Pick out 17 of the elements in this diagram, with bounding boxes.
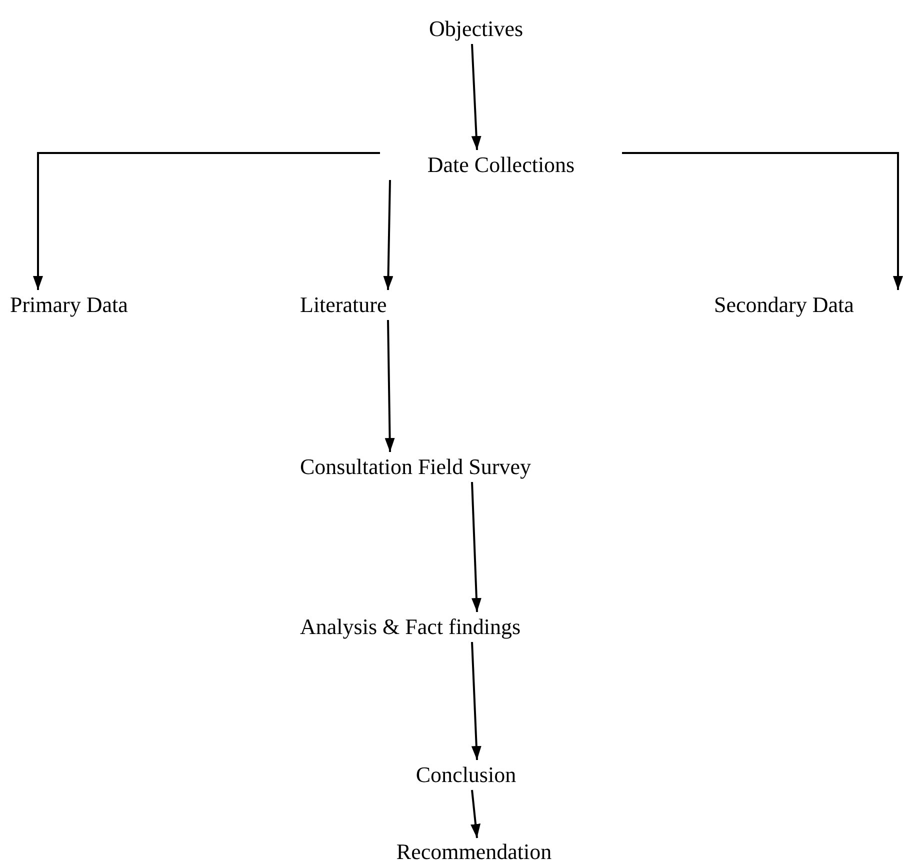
step-label: Primary Data: [10, 292, 129, 318]
step-label: Consultation Field Survey: [300, 454, 532, 480]
arrow: [384, 320, 395, 452]
step-label: Recommendation: [395, 839, 553, 865]
arrow: [471, 642, 482, 760]
arrow: [33, 152, 380, 290]
step-label: Conclusion: [414, 762, 518, 788]
arrow: [622, 152, 903, 290]
step-label: Literature: [300, 292, 388, 318]
arrow: [471, 44, 482, 150]
step-label: Secondary Data: [714, 292, 855, 318]
step-label: Objectives: [428, 16, 524, 42]
arrow: [470, 790, 481, 838]
arrow: [471, 482, 482, 612]
step-label: Analysis & Fact findings: [300, 614, 522, 640]
arrow: [383, 180, 394, 290]
step-label: Date Collections: [426, 152, 576, 178]
